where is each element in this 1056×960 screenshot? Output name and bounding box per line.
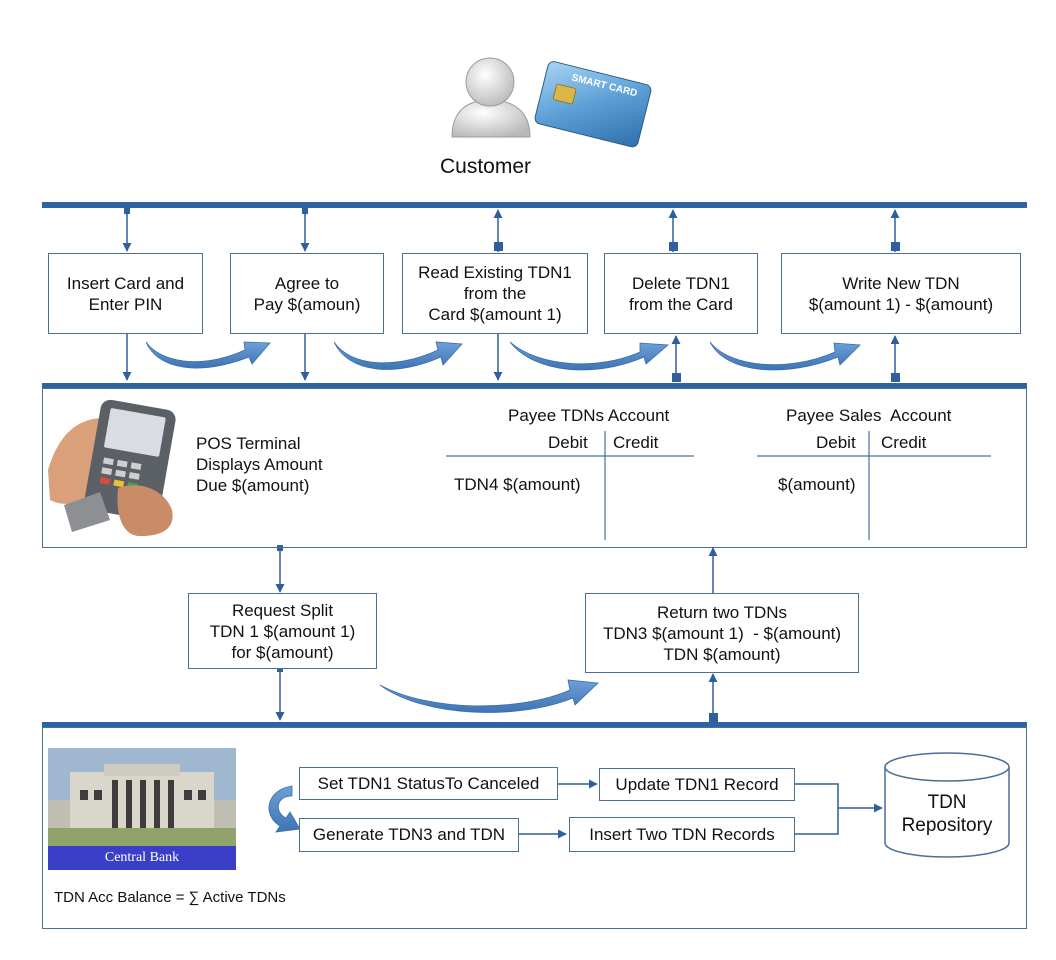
payee-sales-entry: $(amount) xyxy=(778,475,856,494)
step-delete-tdn1: Delete TDN1 from the Card xyxy=(604,253,758,334)
payee-sales-debit: Debit xyxy=(816,433,856,452)
pos-panel xyxy=(42,388,1027,548)
step-read-tdn1: Read Existing TDN1 from the Card $(amoun… xyxy=(402,253,588,334)
t-account-lines xyxy=(446,431,991,540)
bank-process-arrows xyxy=(519,779,883,839)
pos-terminal-text: POS Terminal Displays Amount Due $(amoun… xyxy=(196,434,323,495)
customer-person-icon xyxy=(451,57,531,138)
payee-sales-title: Payee Sales Account xyxy=(786,406,952,425)
tdn-repository-label: TDN Repository xyxy=(901,792,993,836)
request-split-box: Request Split TDN 1 $(amount 1) for $(am… xyxy=(188,593,377,669)
payee-tdns-debit: Debit xyxy=(548,433,588,452)
tdn-repository-cylinder xyxy=(884,752,1010,858)
insert-two-records-box: Insert Two TDN Records xyxy=(569,817,795,852)
pos-bus xyxy=(42,383,1027,389)
payee-sales-credit: Credit xyxy=(881,433,927,452)
bank-bus xyxy=(42,722,1027,728)
payee-tdns-entry: TDN4 $(amount) xyxy=(454,475,581,494)
customer-label: Customer xyxy=(440,155,532,178)
generate-tdn3-box: Generate TDN3 and TDN xyxy=(299,818,519,852)
payee-tdns-title: Payee TDNs Account xyxy=(508,406,670,425)
central-bank-label: Central Bank xyxy=(48,846,236,870)
central-bank-image xyxy=(48,748,236,846)
step-agree-to-pay: Agree to Pay $(amoun) xyxy=(230,253,384,334)
smart-card-icon: SMART CARD xyxy=(534,61,652,148)
set-status-box: Set TDN1 StatusTo Canceled xyxy=(299,767,558,800)
tdn-balance-formula: TDN Acc Balance = ∑ Active TDNs xyxy=(54,889,286,906)
step-connectors xyxy=(122,208,900,722)
step-insert-card: Insert Card and Enter PIN xyxy=(48,253,203,334)
customer-bus xyxy=(42,202,1027,208)
central-bank-panel xyxy=(42,727,1027,929)
payee-tdns-credit: Credit xyxy=(613,433,659,452)
curved-flow-arrows xyxy=(145,341,861,833)
pos-terminal-image xyxy=(48,399,176,536)
return-two-tdns-box: Return two TDNs TDN3 $(amount 1) - $(amo… xyxy=(585,593,859,673)
update-tdn1-record-box: Update TDN1 Record xyxy=(599,768,795,801)
step-write-new-tdn: Write New TDN $(amount 1) - $(amount) xyxy=(781,253,1021,334)
